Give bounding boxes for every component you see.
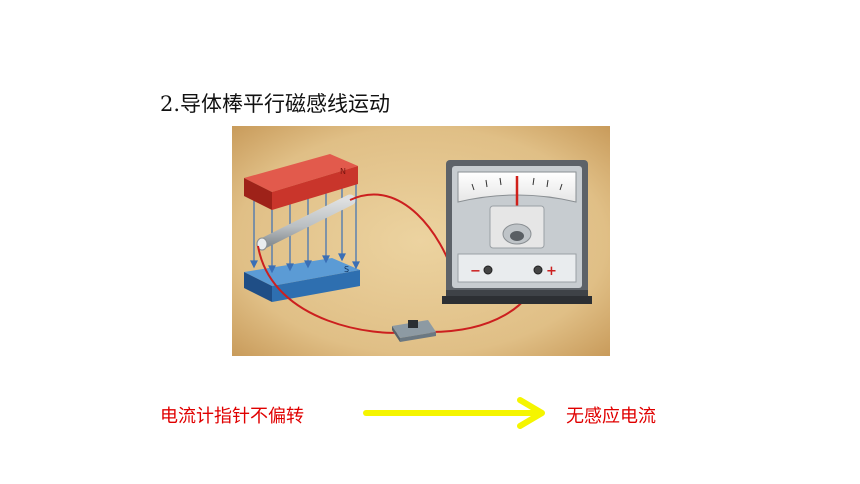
- magnet-south-label: S: [344, 265, 349, 274]
- terminal-negative-label: −: [470, 264, 481, 279]
- terminal-positive-label: +: [546, 264, 557, 279]
- switch: [392, 320, 436, 342]
- result-text: 无感应电流: [566, 406, 656, 427]
- conductor-rod: [256, 194, 356, 251]
- experiment-illustration: S N: [232, 126, 610, 356]
- magnet-north-label: N: [340, 167, 346, 176]
- galvanometer: [442, 160, 592, 304]
- magnet-south: [244, 258, 360, 302]
- section-title: 2.导体棒平行磁感线运动: [160, 92, 391, 116]
- terminal-negative: [483, 265, 493, 275]
- magnet-north: [244, 154, 358, 210]
- yellow-arrow-icon: [363, 397, 545, 429]
- observation-text: 电流计指针不偏转: [160, 406, 304, 427]
- terminal-positive: [533, 265, 543, 275]
